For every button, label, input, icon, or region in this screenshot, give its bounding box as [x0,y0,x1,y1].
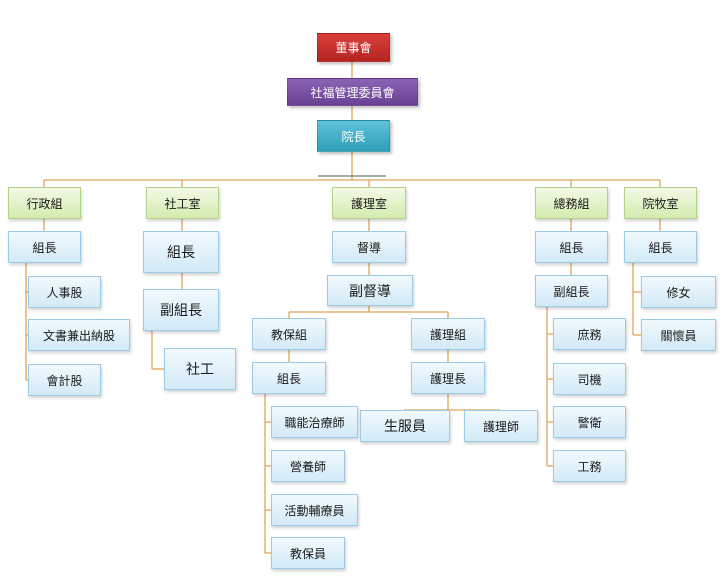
general-unit-box: 工務 [553,450,626,482]
care-unit-box: 教保員 [271,537,345,569]
nurse-unit-box: 護理師 [464,410,538,442]
nurse-head-box: 護理長 [411,362,485,394]
admin-unit-box: 人事股 [28,276,101,308]
board-box: 董事會 [317,33,390,62]
pastoral-dept-box: 院牧室 [624,187,697,219]
admin-unit-box: 文書兼出納股 [28,319,130,351]
admin-leader-box: 組長 [8,231,81,263]
admin-dept-box: 行政組 [8,187,81,219]
social-deputy-box: 副組長 [143,289,219,331]
nursing-deputy-supervisor-box: 副督導 [327,275,413,306]
social-dept-box: 社工室 [146,187,219,219]
general-unit-box: 司機 [553,363,626,395]
committee-box: 社福管理委員會 [287,78,418,106]
nursing-dept-box: 護理室 [332,187,406,219]
general-deputy-box: 副組長 [535,275,608,307]
general-unit-box: 警衛 [553,406,626,438]
care-unit-box: 營養師 [271,450,345,482]
care-leader-box: 組長 [252,362,326,394]
admin-unit-box: 會計股 [28,364,101,396]
general-dept-box: 總務組 [535,187,608,219]
pastoral-leader-box: 組長 [624,231,697,263]
nurse-unit-box: 生服員 [360,410,450,442]
general-leader-box: 組長 [535,231,608,263]
social-leader-box: 組長 [143,231,219,273]
care-unit-box: 職能治療師 [271,406,358,438]
care-unit-box: 活動輔療員 [271,494,358,526]
social-worker-box: 社工 [164,348,236,390]
general-unit-box: 庶務 [553,318,626,350]
care-team-box: 教保組 [252,318,326,350]
nurse-team-box: 護理組 [411,318,485,350]
pastoral-unit-box: 關懷員 [641,319,716,351]
nursing-supervisor-box: 督導 [332,231,406,263]
pastoral-unit-box: 修女 [641,276,716,308]
director-box: 院長 [317,120,390,152]
